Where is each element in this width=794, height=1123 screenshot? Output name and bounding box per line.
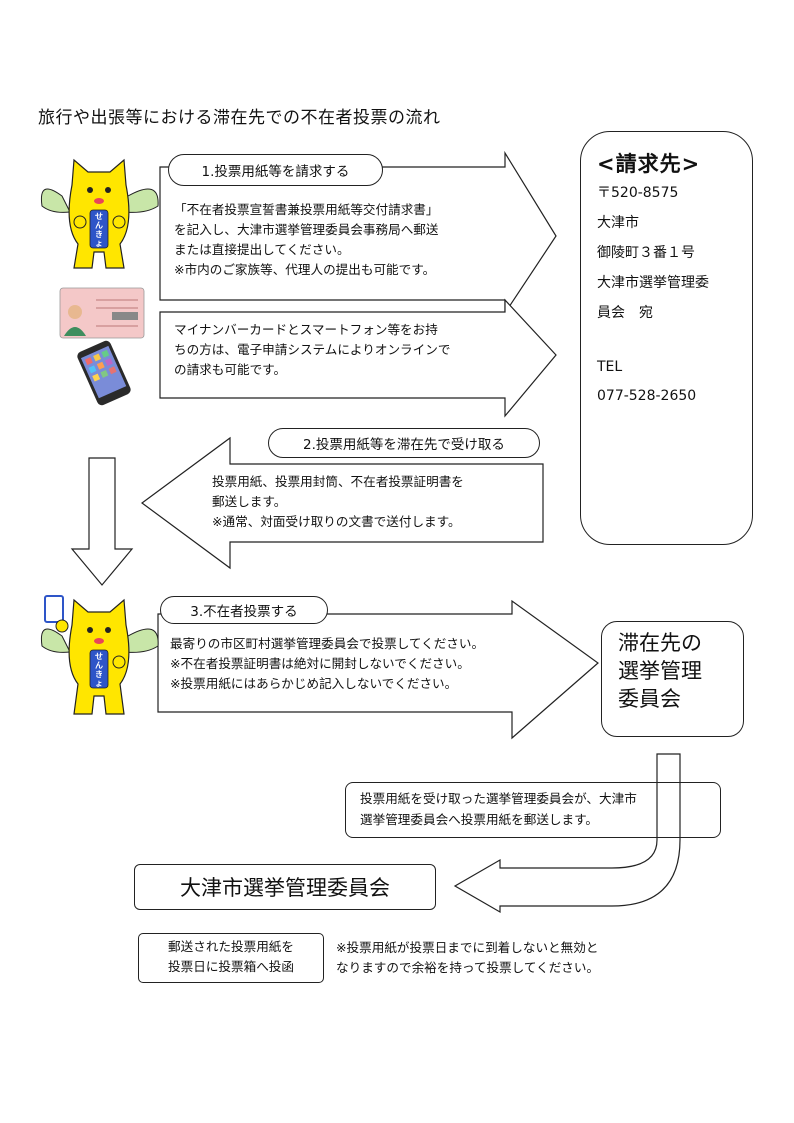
step1-arrow xyxy=(159,150,557,315)
step3-line: 最寄りの市区町村選挙管理委員会で投票してください。 xyxy=(170,636,485,651)
ballot-box-note: 郵送された投票用紙を 投票日に投票箱へ投函 xyxy=(138,933,324,983)
contact-org-line1: 大津市選挙管理委 xyxy=(597,275,709,291)
step1-mail-line: ※市内のご家族等、代理人の提出も可能です。 xyxy=(174,262,436,277)
smartphone-image xyxy=(77,340,131,406)
step2-line: 投票用紙、投票用封筒、不在者投票証明書を xyxy=(212,474,464,489)
contact-address: 御陵町３番１号 xyxy=(597,245,695,261)
mascot-1-badge: せんきょ xyxy=(95,212,103,248)
step1-online-line: ちの方は、電子申請システムによりオンラインで xyxy=(174,342,451,357)
mascot-1-image xyxy=(40,158,159,269)
mascot-2-badge: せんきょ xyxy=(95,652,103,688)
step3-line: ※不在者投票証明書は絶対に開封しないでください。 xyxy=(170,656,470,671)
note-line: なりますので余裕を持って投票してください。 xyxy=(336,960,600,975)
step1-online-arrow xyxy=(159,298,557,418)
step1-mail-line: を記入し、大津市選挙管理委員会事務局へ郵送 xyxy=(174,222,439,237)
step2-line: 郵送します。 xyxy=(212,494,287,509)
step1-mail-line: または直接提出してください。 xyxy=(174,242,350,257)
local-board-line: 委員会 xyxy=(618,687,681,711)
step2-arrow xyxy=(140,436,544,570)
step3-text: 最寄りの市区町村選挙管理委員会で投票してください。 ※不在者投票証明書は絶対に開… xyxy=(170,634,484,694)
step3-line: ※投票用紙にはあらかじめ記入しないでください。 xyxy=(170,676,458,691)
mailing-notice-box: 投票用紙を受け取った選挙管理委員会が、大津市 選挙管理委員会へ投票用紙を郵送しま… xyxy=(345,782,721,838)
down-arrow xyxy=(70,457,134,586)
contact-title: <請求先> xyxy=(597,152,701,176)
step2-text: 投票用紙、投票用封筒、不在者投票証明書を 郵送します。 ※通常、対面受け取りの文… xyxy=(212,472,464,532)
step1-label: 1.投票用紙等を請求する xyxy=(168,154,383,186)
contact-box xyxy=(580,131,753,545)
step1-online-text: マイナンバーカードとスマートフォン等をお持 ちの方は、電子申請システムによりオン… xyxy=(174,320,450,380)
note-line: ※投票用紙が投票日までに到着しないと無効と xyxy=(336,940,599,955)
contact-city: 大津市 xyxy=(597,215,639,231)
id-card-image xyxy=(59,287,145,339)
local-board-line: 滞在先の xyxy=(618,631,702,655)
step1-online-line: の請求も可能です。 xyxy=(174,362,287,377)
step3-label: 3.不在者投票する xyxy=(160,596,328,624)
step3-arrow xyxy=(157,599,599,740)
local-election-board-box: 滞在先の 選挙管理 委員会 xyxy=(601,621,744,737)
step2-line: ※通常、対面受け取りの文書で送付します。 xyxy=(212,514,461,529)
notice-line: 選挙管理委員会へ投票用紙を郵送します。 xyxy=(360,812,599,827)
deadline-note: ※投票用紙が投票日までに到着しないと無効と なりますので余裕を持って投票してくだ… xyxy=(336,938,599,978)
step1-online-line: マイナンバーカードとスマートフォン等をお持 xyxy=(174,322,438,337)
contact-tel-label: TEL xyxy=(597,359,623,375)
notice-line: 投票用紙を受け取った選挙管理委員会が、大津市 xyxy=(360,791,637,806)
page-title: 旅行や出張等における滞在先での不在者投票の流れ xyxy=(38,108,441,128)
ballot-box-line: 郵送された投票用紙を xyxy=(168,939,294,954)
step1-mail-text: 「不在者投票宣誓書兼投票用紙等交付請求書」 を記入し、大津市選挙管理委員会事務局… xyxy=(174,200,438,280)
contact-org-line2: 員会 宛 xyxy=(597,305,653,321)
step1-mail-line: 「不在者投票宣誓書兼投票用紙等交付請求書」 xyxy=(174,202,439,217)
return-connector xyxy=(453,753,681,914)
step2-label: 2.投票用紙等を滞在先で受け取る xyxy=(268,428,540,458)
mascot-2-image xyxy=(40,595,159,715)
contact-tel: 077-528-2650 xyxy=(597,388,697,404)
otsu-election-board-box: 大津市選挙管理委員会 xyxy=(134,864,436,910)
contact-postal: 〒520-8575 xyxy=(597,185,679,201)
ballot-box-line: 投票日に投票箱へ投函 xyxy=(168,959,294,974)
local-board-line: 選挙管理 xyxy=(618,659,702,683)
